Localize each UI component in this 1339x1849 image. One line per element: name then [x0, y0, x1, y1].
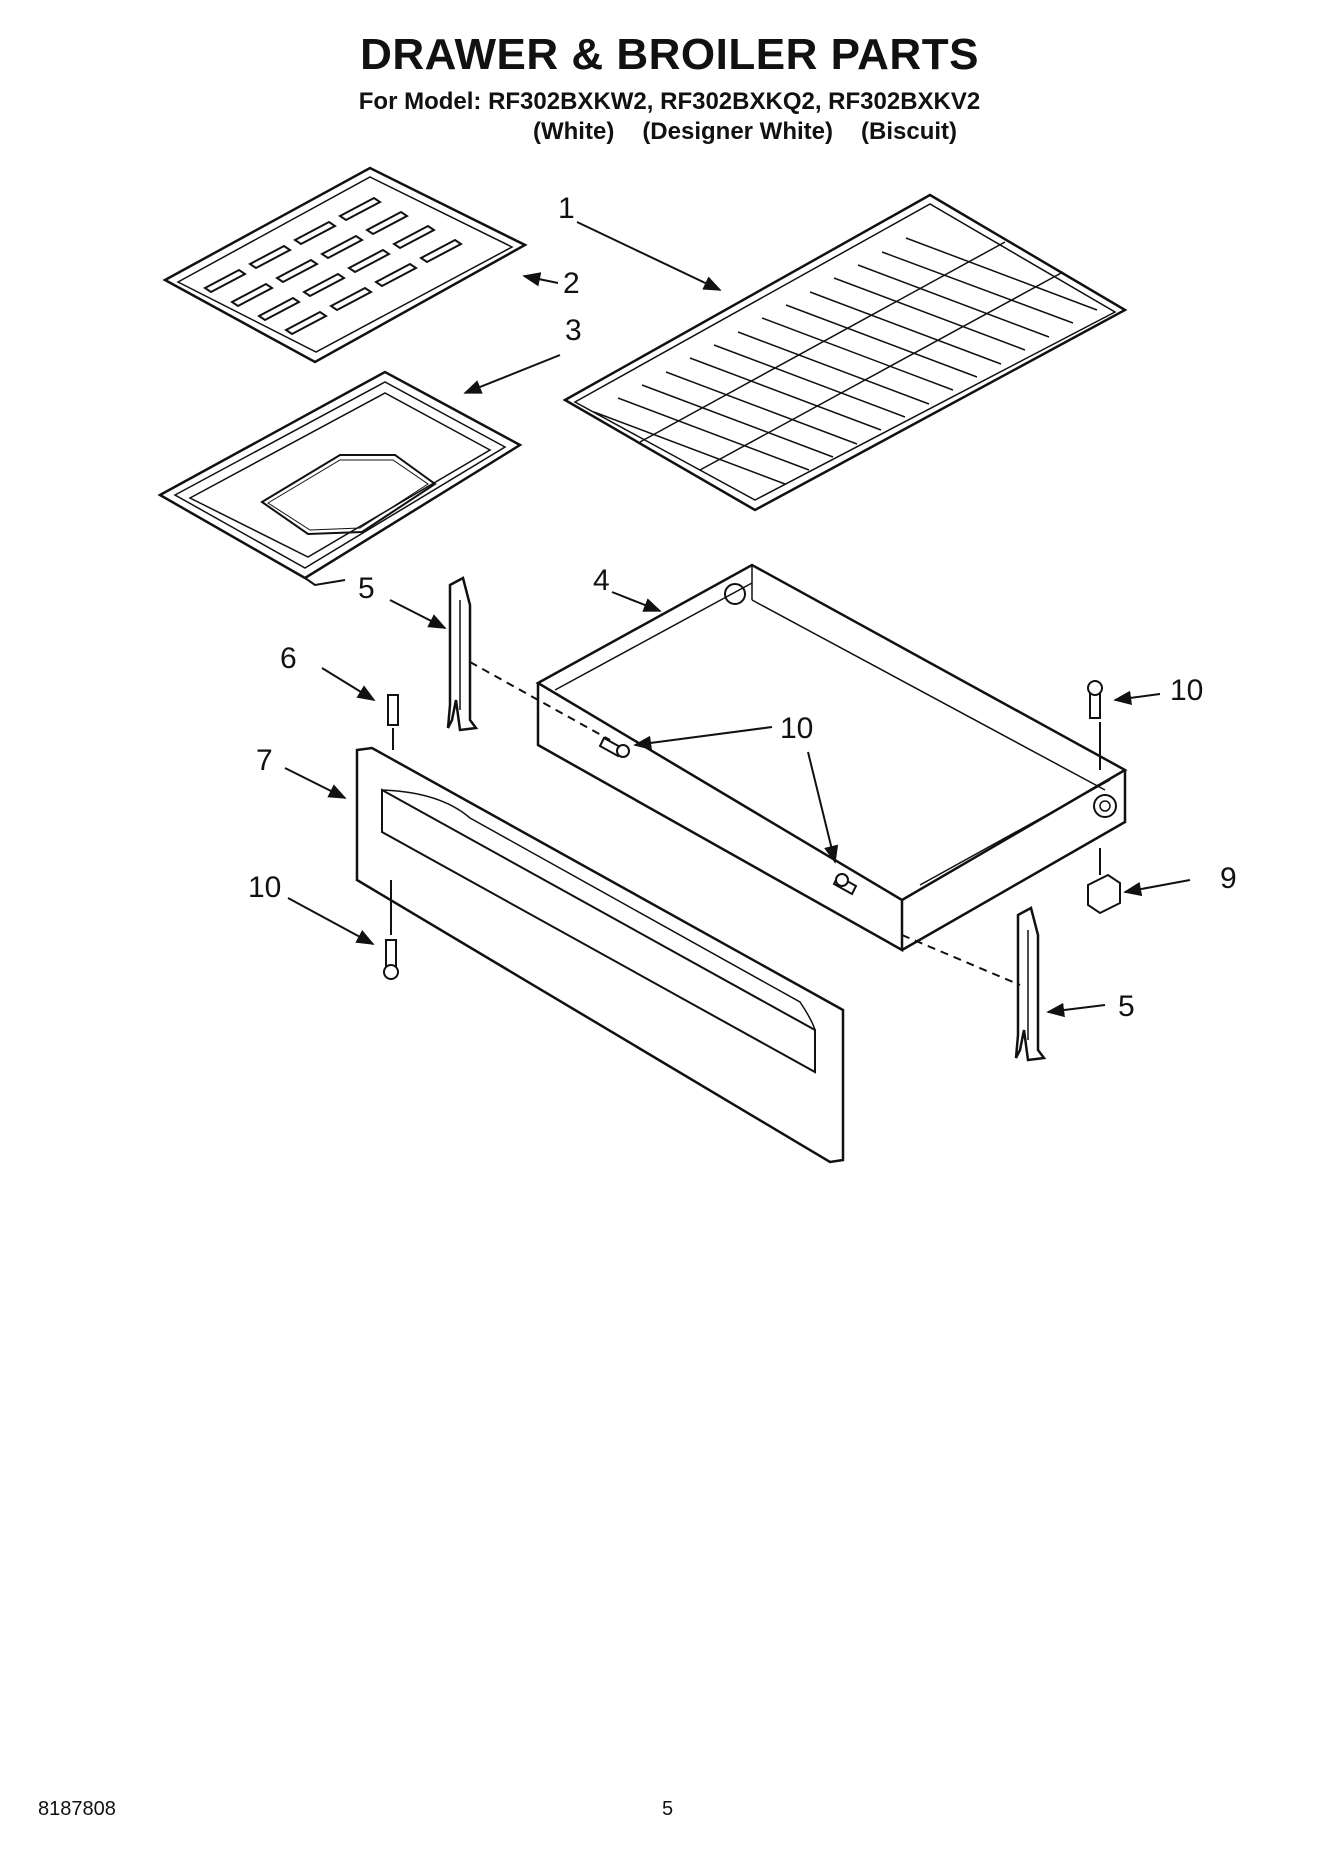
variant-designer-white: (Designer White)	[642, 118, 833, 145]
page-title: DRAWER & BROILER PARTS	[360, 30, 979, 79]
color-variants: (White) (Designer White) (Biscuit)	[533, 118, 985, 146]
oven-rack	[562, 193, 1128, 512]
broiler-pan	[157, 370, 523, 587]
broiler-grid	[162, 166, 528, 364]
callout-10-center: 10	[780, 712, 813, 745]
drawer-body	[535, 563, 1128, 953]
screw-1	[598, 736, 630, 758]
screw-3	[1087, 680, 1103, 719]
screw-2	[832, 873, 858, 896]
callout-1: 1	[558, 192, 575, 225]
drawer-bracket	[1087, 873, 1121, 915]
drawer-stop-screw	[387, 694, 399, 726]
callout-6: 6	[280, 642, 297, 675]
drawer-front-panel	[355, 746, 845, 1164]
variant-white: (White)	[533, 118, 615, 145]
callout-10-top-right: 10	[1170, 674, 1203, 707]
callout-7: 7	[256, 744, 273, 777]
callout-5-left: 5	[358, 572, 375, 605]
leader-lines	[284, 221, 1191, 1018]
alignment-lines	[390, 661, 1101, 986]
callout-10-left: 10	[248, 871, 281, 904]
screw-4	[383, 939, 399, 980]
callout-4: 4	[593, 564, 610, 597]
callout-5-right: 5	[1118, 990, 1135, 1023]
callout-3: 3	[565, 314, 582, 347]
model-numbers: For Model: RF302BXKW2, RF302BXKQ2, RF302…	[358, 88, 981, 115]
page-number: 5	[662, 1798, 674, 1820]
callout-9: 9	[1220, 862, 1237, 895]
callout-2: 2	[563, 267, 580, 300]
drawer-glide-right	[1014, 906, 1047, 1062]
variant-biscuit: (Biscuit)	[861, 118, 957, 145]
drawer-glide-left	[446, 576, 479, 732]
document-number: 8187808	[38, 1798, 116, 1820]
